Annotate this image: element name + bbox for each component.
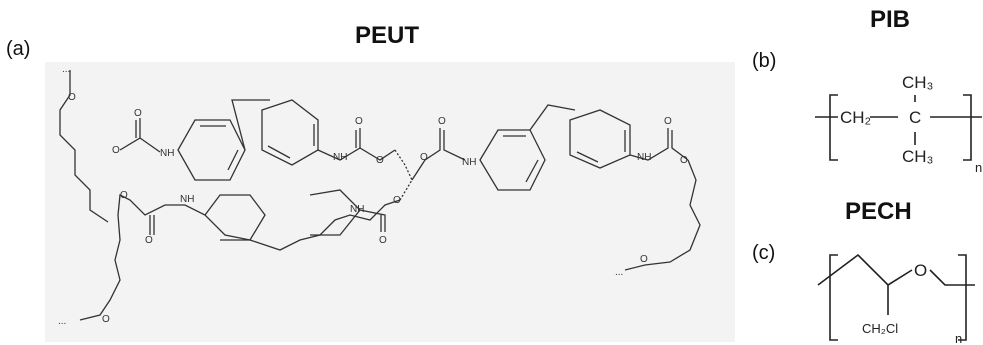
nh-group: NH bbox=[462, 157, 476, 168]
nh-group: NH bbox=[333, 152, 347, 163]
oxygen-atom: O bbox=[134, 108, 142, 119]
nh-group: NH bbox=[180, 194, 194, 205]
pib-ch2: CH₂ bbox=[840, 108, 871, 127]
pib-structure: CH₂ C CH₃ CH₃ n bbox=[815, 73, 982, 175]
nh-group: NH bbox=[160, 148, 174, 159]
oxygen-atom: O bbox=[640, 254, 648, 265]
chain-end-dots-1: ... bbox=[62, 64, 70, 75]
oxygen-atom: O bbox=[393, 195, 401, 206]
oxygen-atom: O bbox=[664, 116, 672, 127]
peut-title: PEUT bbox=[355, 22, 420, 49]
peut-structure-panel bbox=[45, 62, 735, 342]
oxygen-atom: O bbox=[120, 190, 128, 201]
oxygen-atom: O bbox=[420, 152, 428, 163]
nh-group: NH bbox=[350, 204, 364, 215]
oxygen-atom: O bbox=[680, 155, 688, 166]
pib-c: C bbox=[909, 108, 921, 127]
pech-title: PECH bbox=[845, 198, 912, 225]
pib-repeat-n: n bbox=[975, 160, 982, 175]
oxygen-atom: O bbox=[355, 116, 363, 127]
pib-ch3-bottom: CH₃ bbox=[902, 147, 933, 166]
panel-label-a: (a) bbox=[6, 38, 31, 60]
chain-end-dots-2: ... bbox=[615, 267, 623, 278]
oxygen-atom: O bbox=[112, 145, 120, 156]
panel-label-b: (b) bbox=[752, 50, 777, 72]
oxygen-atom: O bbox=[145, 235, 153, 246]
panel-label-c: (c) bbox=[752, 242, 776, 264]
pib-title: PIB bbox=[870, 6, 911, 33]
oxygen-atom: O bbox=[376, 155, 384, 166]
pech-oxygen: O bbox=[914, 261, 927, 280]
oxygen-atom: O bbox=[438, 116, 446, 127]
pech-structure: O CH₂Cl n bbox=[817, 253, 975, 345]
nh-group: NH bbox=[637, 152, 651, 163]
pech-repeat-n: n bbox=[955, 331, 962, 345]
oxygen-atom: O bbox=[379, 235, 387, 246]
oxygen-atom: O bbox=[102, 314, 110, 325]
oxygen-atom: O bbox=[68, 92, 76, 103]
chain-end-dots-3: ... bbox=[58, 316, 66, 327]
pib-ch3-top: CH₃ bbox=[902, 73, 933, 92]
pech-ch2cl: CH₂Cl bbox=[862, 321, 898, 336]
